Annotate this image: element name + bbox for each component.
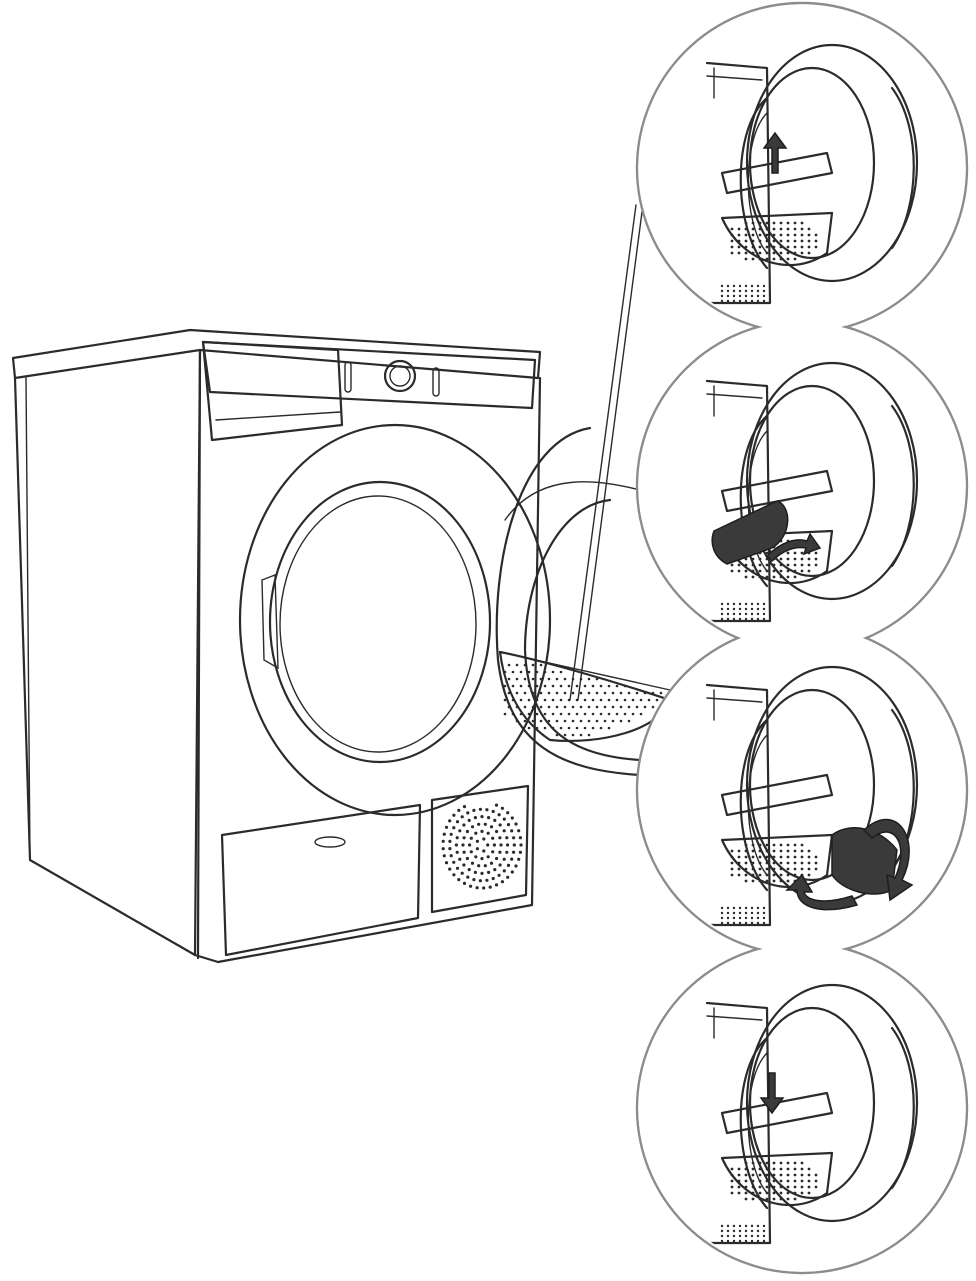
tumble-dryer	[11, 328, 552, 964]
control-panel	[201, 340, 537, 410]
drum-opening	[238, 423, 552, 817]
callout-leader-line	[569, 204, 637, 701]
open-dryer-door	[495, 204, 672, 777]
callout-step-2	[705, 361, 919, 623]
rotate-arrow-icon	[862, 818, 914, 902]
arrow-up-icon	[762, 131, 788, 174]
callout-step-4	[705, 983, 919, 1245]
fine-filter	[831, 827, 898, 895]
door-fluff-filter	[498, 650, 672, 742]
rotate-arrow-icon	[785, 873, 859, 911]
detergent-drawer	[201, 340, 344, 442]
program-knob	[383, 359, 417, 393]
container-handle	[314, 836, 346, 848]
fine-filter	[711, 500, 789, 565]
arrow-curved-icon	[765, 532, 822, 563]
water-container	[220, 803, 422, 957]
detail-callout-frame	[635, 1, 969, 1275]
condenser-vent	[430, 784, 530, 914]
arrow-down-icon	[759, 1072, 785, 1115]
indicator-light-left	[344, 361, 352, 393]
callout-step-1	[705, 43, 919, 305]
indicator-light-right	[432, 367, 440, 397]
callout-step-3	[705, 665, 919, 927]
